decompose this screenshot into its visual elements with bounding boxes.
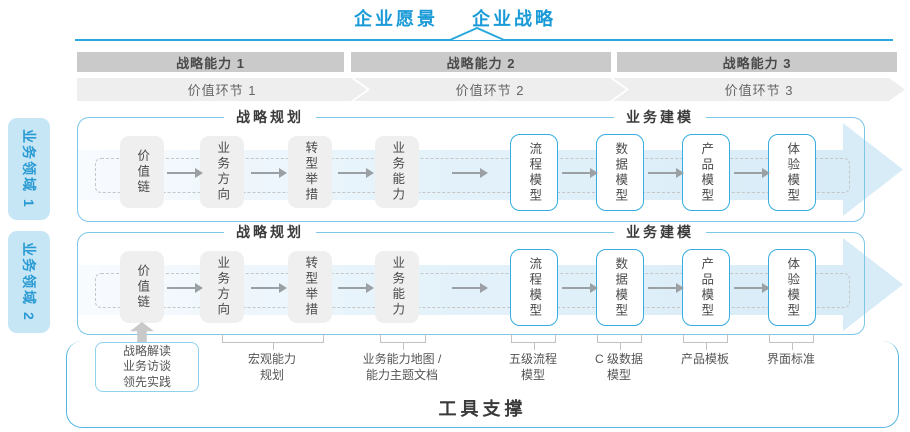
annotation-product-template: 产品模板 bbox=[681, 352, 729, 368]
annotation-line: 业务能力地图 / bbox=[362, 352, 442, 366]
box-business-capability: 业务能力 bbox=[375, 251, 419, 323]
flow-arrow-icon bbox=[251, 283, 287, 293]
box-label: 流程模型 bbox=[527, 256, 542, 319]
annotation-line: 五级流程 bbox=[508, 352, 558, 366]
annotation-ui-standard: 界面标准 bbox=[767, 352, 815, 368]
tool-support-title: 工具支撑 bbox=[438, 399, 527, 419]
interview-line: 业务访谈 bbox=[122, 359, 171, 374]
box-label: 业务方向 bbox=[215, 141, 230, 203]
flow-arrow-icon bbox=[648, 168, 684, 178]
value-link-arrow-2: 价值环节 2 bbox=[354, 78, 626, 101]
interview-line: 领先实践 bbox=[122, 374, 171, 389]
flow-arrow-icon bbox=[562, 168, 598, 178]
capability-bar-2: 战略能力 2 bbox=[351, 52, 611, 72]
bracket-icon bbox=[380, 334, 426, 350]
caret-up-icon bbox=[449, 27, 505, 41]
flow-arrow-icon bbox=[338, 168, 374, 178]
dashed-track bbox=[95, 158, 850, 193]
flow-arrow-icon bbox=[338, 283, 374, 293]
annotation-c-level-data-model: C 级数据 模型 bbox=[595, 352, 643, 383]
box-label: 产品模型 bbox=[699, 256, 714, 319]
business-domain-2: 战略规划 业务建模 价值链 业务方向 转型举措 业务能力 流程模型 数据模型 产… bbox=[77, 222, 903, 335]
flow-arrow-icon bbox=[648, 283, 684, 293]
box-business-capability: 业务能力 bbox=[375, 136, 419, 208]
domain-label-2: 业务领域 2 bbox=[8, 231, 50, 333]
section-title-strategic-planning: 战略规划 bbox=[224, 107, 316, 127]
capability-bar-1: 战略能力 1 bbox=[77, 52, 344, 72]
box-value-chain: 价值链 bbox=[120, 136, 164, 208]
section-title-business-modeling: 业务建模 bbox=[614, 222, 706, 242]
flow-arrow-icon bbox=[167, 168, 203, 178]
enterprise-vision-title: 企业愿景 bbox=[354, 9, 438, 29]
bracket-icon bbox=[683, 334, 728, 350]
flow-arrow-icon bbox=[452, 168, 488, 178]
box-label: 体验模型 bbox=[785, 256, 800, 319]
box-label: 数据模型 bbox=[613, 256, 628, 319]
annotation-process-model: 五级流程 模型 bbox=[509, 352, 557, 383]
annotation-line: 规划 bbox=[259, 367, 285, 382]
box-value-chain: 价值链 bbox=[120, 251, 164, 323]
box-label: 价值链 bbox=[135, 148, 150, 196]
capability-bar-3: 战略能力 3 bbox=[617, 52, 897, 72]
flow-arrow-icon bbox=[167, 283, 203, 293]
annotation-capability-map: 业务能力地图 / 能力主题文档 bbox=[363, 352, 442, 383]
box-transformation-initiatives: 转型举措 bbox=[288, 136, 332, 208]
box-label: 体验模型 bbox=[785, 141, 800, 204]
flow-arrow-icon bbox=[251, 168, 287, 178]
box-experience-model: 体验模型 bbox=[768, 249, 816, 326]
box-experience-model: 体验模型 bbox=[768, 134, 816, 211]
dashed-track bbox=[95, 273, 850, 308]
annotation-macro-capability-planning: 宏观能力 规划 bbox=[248, 352, 296, 383]
box-label: 转型举措 bbox=[303, 141, 318, 203]
domain-label-1: 业务领域 1 bbox=[8, 118, 50, 220]
box-product-model: 产品模型 bbox=[682, 134, 730, 211]
annotation-line: 能力主题文档 bbox=[365, 367, 439, 382]
box-process-model: 流程模型 bbox=[510, 249, 558, 326]
domain-label-text: 业务领域 2 bbox=[21, 242, 37, 322]
box-label: 业务方向 bbox=[215, 256, 230, 318]
flow-arrow-icon bbox=[562, 283, 598, 293]
box-process-model: 流程模型 bbox=[510, 134, 558, 211]
box-label: 产品模型 bbox=[699, 141, 714, 204]
box-label: 流程模型 bbox=[527, 141, 542, 204]
box-data-model: 数据模型 bbox=[596, 134, 644, 211]
flow-arrow-icon bbox=[452, 283, 488, 293]
box-business-direction: 业务方向 bbox=[200, 251, 244, 323]
bracket-icon bbox=[511, 334, 556, 350]
domain-label-text: 业务领域 1 bbox=[21, 129, 37, 209]
annotation-line: C 级数据 bbox=[594, 352, 644, 366]
value-link-arrow-3: 价值环节 3 bbox=[613, 78, 905, 101]
box-label: 转型举措 bbox=[303, 256, 318, 318]
section-title-business-modeling: 业务建模 bbox=[614, 107, 706, 127]
box-label: 业务能力 bbox=[390, 141, 405, 203]
business-domain-1: 战略规划 业务建模 价值链 业务方向 转型举措 业务能力 流程模型 数据模型 产… bbox=[77, 107, 903, 222]
box-data-model: 数据模型 bbox=[596, 249, 644, 326]
box-label: 业务能力 bbox=[390, 256, 405, 318]
annotation-line: 宏观能力 bbox=[247, 352, 297, 366]
value-link-arrow-1: 价值环节 1 bbox=[77, 78, 367, 101]
bracket-icon bbox=[769, 334, 814, 350]
flow-arrow-icon bbox=[734, 283, 770, 293]
header-titles: 企业愿景 企业战略 bbox=[0, 5, 910, 31]
section-title-strategic-planning: 战略规划 bbox=[224, 222, 316, 242]
annotation-line: 模型 bbox=[520, 367, 546, 382]
box-transformation-initiatives: 转型举措 bbox=[288, 251, 332, 323]
box-label: 价值链 bbox=[135, 263, 150, 311]
annotation-line: 产品模板 bbox=[680, 352, 730, 366]
flow-arrow-icon bbox=[734, 168, 770, 178]
box-label: 数据模型 bbox=[613, 141, 628, 204]
enterprise-strategy-title: 企业战略 bbox=[472, 9, 556, 29]
box-business-direction: 业务方向 bbox=[200, 136, 244, 208]
domain-border bbox=[77, 232, 865, 335]
bracket-icon bbox=[597, 334, 642, 350]
annotation-line: 界面标准 bbox=[766, 352, 816, 366]
tool-support-container: 工具支撑 bbox=[66, 341, 899, 428]
annotation-line: 模型 bbox=[606, 367, 632, 382]
bracket-icon bbox=[222, 334, 324, 350]
interview-line: 战略解读 bbox=[122, 343, 171, 358]
interview-practices-box: 战略解读 业务访谈 领先实践 bbox=[95, 342, 199, 392]
domain-border bbox=[77, 117, 865, 222]
